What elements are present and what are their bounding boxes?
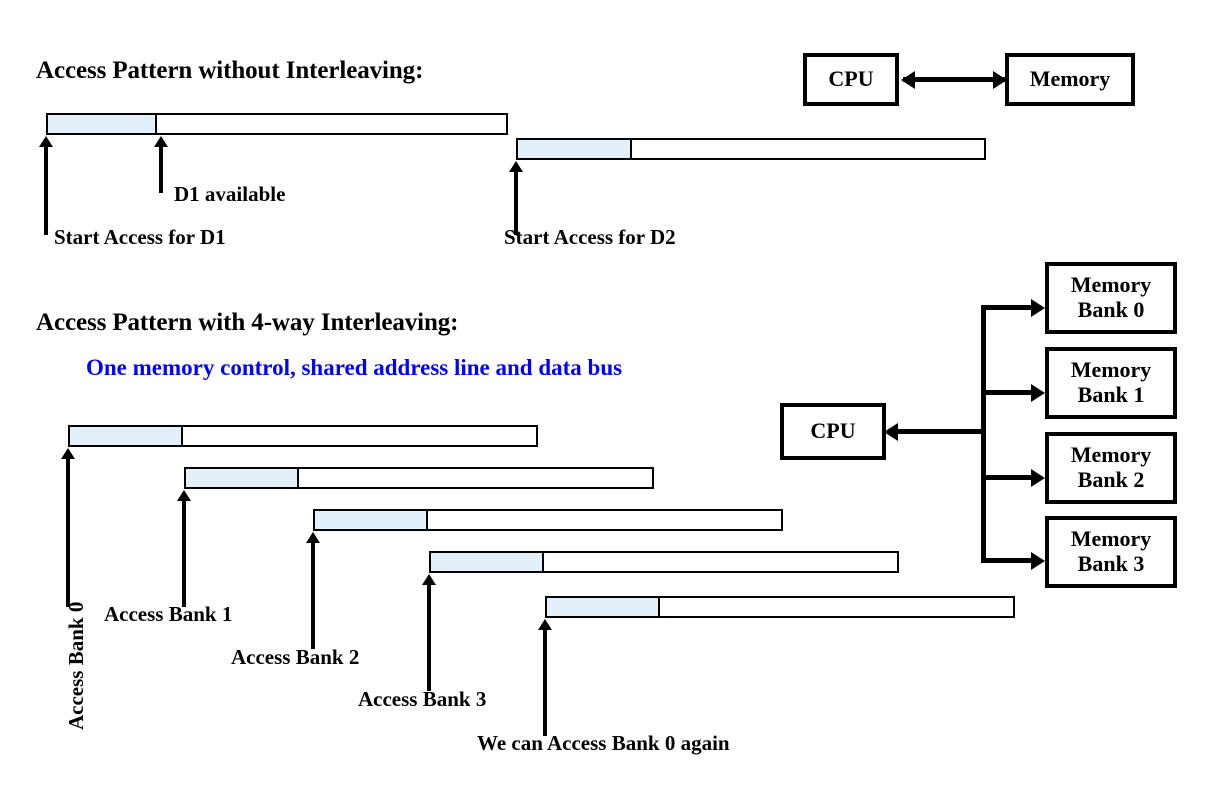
- bar-bank-1-segment: [186, 469, 299, 487]
- bar-access-d1-segment: [48, 115, 157, 133]
- label-access-bank-3: Access Bank 3: [358, 687, 487, 711]
- label-d1-available: D1 available: [174, 182, 286, 206]
- cpu-box-simple: CPU: [803, 53, 899, 106]
- label-access-bank-1: Access Bank 1: [104, 602, 233, 626]
- arrow-access-bank-1: [182, 499, 186, 607]
- memory-bank-2-line2: Bank 2: [1077, 467, 1145, 492]
- bus-branch-bank-2: [981, 475, 1033, 480]
- label-start-access-d1: Start Access for D1: [54, 225, 226, 249]
- memory-box-simple-label: Memory: [1029, 66, 1111, 92]
- label-start-access-d2: Start Access for D2: [504, 225, 676, 249]
- memory-bank-2-line1: Memory: [1070, 442, 1152, 468]
- bus-branch-bank-0-arrowhead: [1031, 298, 1045, 317]
- bar-bank-0-access: [68, 425, 538, 447]
- bar-access-d2-segment: [518, 140, 632, 158]
- arrow-access-bank-0: [66, 457, 70, 607]
- bar-bank-3-segment: [431, 553, 544, 571]
- arrow-d1-available: [159, 145, 163, 193]
- bar-bank-3-access: [429, 551, 899, 573]
- label-access-bank-0: Access Bank 0: [64, 601, 88, 730]
- memory-bank-0-line2: Bank 0: [1077, 297, 1145, 322]
- bar-bank-0-again-access: [545, 596, 1015, 618]
- bar-access-d2: [516, 138, 986, 160]
- bus-to-cpu-line: [888, 429, 983, 434]
- bar-bank-0-segment: [70, 427, 183, 445]
- bar-access-d1: [46, 113, 508, 135]
- bar-bank-2-access: [313, 509, 783, 531]
- memory-bank-3-line2: Bank 3: [1077, 551, 1145, 576]
- bus-branch-bank-3-arrowhead: [1031, 551, 1045, 570]
- cpu-memory-arrowhead-right: [993, 70, 1007, 89]
- arrow-access-bank-0-again: [543, 628, 547, 736]
- arrow-access-bank-2: [311, 541, 315, 649]
- memory-bank-3-line1: Memory: [1070, 526, 1152, 552]
- arrow-access-bank-3: [427, 583, 431, 691]
- bar-bank-0-again-segment: [547, 598, 660, 616]
- memory-bank-1-box: Memory Bank 1: [1045, 347, 1177, 419]
- bus-branch-bank-2-arrowhead: [1031, 468, 1045, 487]
- bus-branch-bank-3: [981, 558, 1033, 563]
- bus-to-cpu-arrowhead: [884, 422, 898, 441]
- section2-heading: Access Pattern with 4-way Interleaving:: [36, 309, 459, 336]
- cpu-box-simple-label: CPU: [828, 66, 874, 92]
- memory-bank-0-box: Memory Bank 0: [1045, 262, 1177, 334]
- bus-branch-bank-1-arrowhead: [1031, 383, 1045, 402]
- memory-box-simple: Memory: [1005, 53, 1135, 106]
- memory-bus-trunk: [981, 307, 986, 562]
- section1-heading: Access Pattern without Interleaving:: [36, 57, 424, 84]
- bar-bank-1-access: [184, 467, 654, 489]
- memory-bank-3-box: Memory Bank 3: [1045, 516, 1177, 588]
- bus-branch-bank-1: [981, 390, 1033, 395]
- cpu-memory-arrowhead-left: [901, 70, 915, 89]
- bus-branch-bank-0: [981, 305, 1033, 310]
- arrow-start-access-d2: [514, 170, 518, 235]
- section2-subheading: One memory control, shared address line …: [86, 355, 623, 380]
- memory-bank-2-box: Memory Bank 2: [1045, 432, 1177, 504]
- label-access-bank-2: Access Bank 2: [231, 645, 360, 669]
- cpu-box-interleaved-label: CPU: [810, 418, 856, 444]
- memory-bank-1-line1: Memory: [1070, 357, 1152, 383]
- cpu-box-interleaved: CPU: [780, 403, 886, 460]
- bar-bank-2-segment: [315, 511, 428, 529]
- cpu-memory-connector: [903, 77, 1005, 82]
- arrow-start-access-d1: [44, 145, 48, 235]
- memory-bank-0-line1: Memory: [1070, 272, 1152, 298]
- memory-bank-1-line2: Bank 1: [1077, 382, 1145, 407]
- label-access-bank-0-again: We can Access Bank 0 again: [477, 731, 730, 755]
